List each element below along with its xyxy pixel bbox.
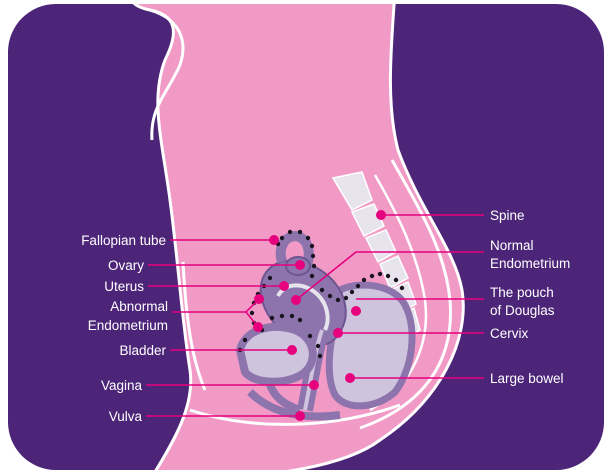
marker-ovary xyxy=(295,260,305,270)
marker-cervix xyxy=(333,328,343,338)
label-abnormal-endometrium-line1: Abnormal xyxy=(110,299,168,314)
label-pouch-of-douglas-line1: The pouch xyxy=(490,285,554,300)
label-bladder: Bladder xyxy=(119,343,166,358)
label-vagina: Vagina xyxy=(101,378,143,393)
label-fallopian-tube: Fallopian tube xyxy=(81,233,166,248)
label-normal-endometrium-line2: Endometrium xyxy=(490,256,570,271)
marker-large-bowel xyxy=(345,373,355,383)
marker-pouch-of-douglas xyxy=(351,306,361,316)
marker-normal-endometrium xyxy=(291,295,301,305)
marker-fallopian-tube xyxy=(269,235,279,245)
label-spine: Spine xyxy=(490,208,525,223)
label-pouch-of-douglas-line2: of Douglas xyxy=(490,303,555,318)
label-normal-endometrium-line1: Normal xyxy=(490,238,534,253)
marker-vulva xyxy=(295,411,305,421)
marker-uterus xyxy=(279,281,289,291)
label-vulva: Vulva xyxy=(109,409,143,424)
label-abnormal-endometrium-line2: Endometrium xyxy=(88,318,168,333)
marker-bladder xyxy=(287,345,297,355)
marker-vagina xyxy=(309,380,319,390)
label-ovary: Ovary xyxy=(108,258,144,273)
marker-abnormal-endometrium-2 xyxy=(253,322,263,332)
marker-abnormal-endometrium-1 xyxy=(254,294,264,304)
label-large-bowel: Large bowel xyxy=(490,371,564,386)
label-uterus: Uterus xyxy=(104,279,144,294)
bladder xyxy=(240,327,313,382)
marker-spine xyxy=(376,210,386,220)
label-cervix: Cervix xyxy=(490,326,529,341)
